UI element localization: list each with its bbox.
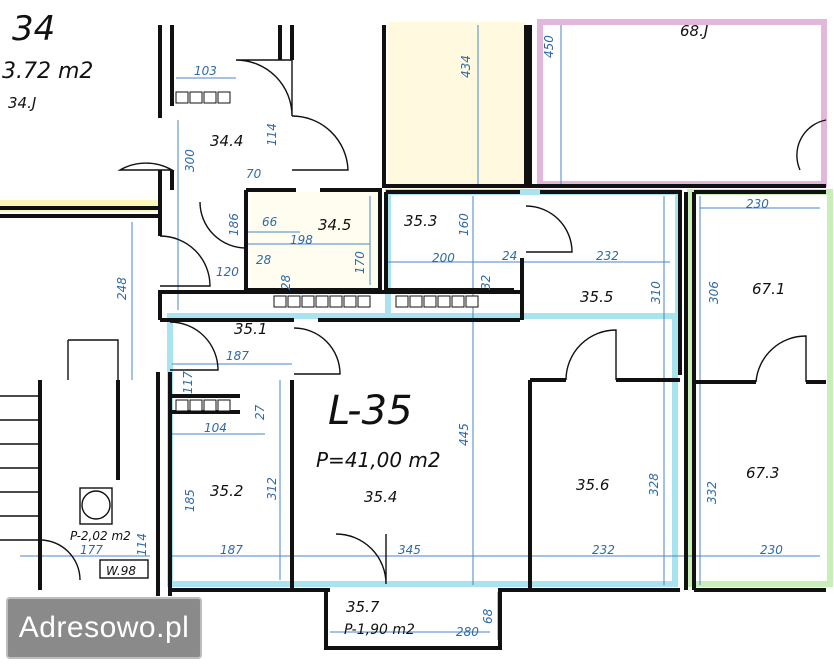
room-label-35-7: 35.7 bbox=[346, 598, 380, 616]
dim-160: 160 bbox=[457, 213, 471, 236]
dim-185: 185 bbox=[183, 489, 197, 512]
room-label-34-4: 34.4 bbox=[210, 132, 243, 150]
walls bbox=[0, 25, 826, 650]
room-label-35-1: 35.1 bbox=[234, 320, 267, 338]
dim-434: 434 bbox=[459, 55, 473, 78]
unit-name: L-35 bbox=[328, 388, 413, 434]
balcony-area: P-1,90 m2 bbox=[344, 622, 415, 638]
dim-345: 345 bbox=[398, 543, 421, 557]
room-label-35-4: 35.4 bbox=[364, 488, 397, 506]
dim-280: 280 bbox=[456, 625, 479, 639]
room-label-35-2: 35.2 bbox=[210, 482, 243, 500]
dim-28b: 28 bbox=[279, 274, 293, 290]
dim-104: 104 bbox=[204, 421, 227, 435]
room-label-top-left-area: 3.72 m2 bbox=[2, 59, 93, 84]
dim-120: 120 bbox=[216, 265, 239, 279]
room-label-67-3: 67.3 bbox=[746, 464, 779, 482]
dim-332: 332 bbox=[705, 481, 719, 504]
dim-70: 70 bbox=[246, 167, 262, 181]
dim-187b: 187 bbox=[220, 543, 243, 557]
zone-tints bbox=[0, 19, 833, 587]
dim-232a: 232 bbox=[596, 249, 619, 263]
dim-230b: 230 bbox=[760, 543, 783, 557]
dim-310: 310 bbox=[649, 281, 663, 304]
dim-187a: 187 bbox=[226, 349, 249, 363]
dimension-lines bbox=[20, 25, 820, 640]
dim-232b: 232 bbox=[592, 543, 615, 557]
dim-27: 27 bbox=[253, 404, 267, 420]
room-label-35-6: 35.6 bbox=[576, 476, 609, 494]
watermark-adresowo: Adresowo.pl bbox=[6, 597, 202, 659]
room-label-top-left-num: 34 bbox=[12, 9, 55, 49]
room-label-34j: 34.J bbox=[8, 94, 36, 112]
dim-306: 306 bbox=[707, 281, 721, 304]
dim-103: 103 bbox=[194, 64, 217, 78]
dim-117: 117 bbox=[181, 371, 195, 394]
dim-28a: 28 bbox=[256, 253, 272, 267]
room-label-68: 68.J bbox=[680, 22, 708, 40]
dim-230a: 230 bbox=[746, 197, 769, 211]
dim-248: 248 bbox=[115, 277, 129, 300]
dim-312: 312 bbox=[265, 477, 279, 500]
dim-177: 177 bbox=[80, 543, 103, 557]
room-label-35-3: 35.3 bbox=[404, 212, 437, 230]
dim-66: 66 bbox=[262, 215, 278, 229]
room-labels: 34 3.72 m2 34.J 68.J 34.4 34.5 35.3 35.5… bbox=[2, 9, 785, 638]
door-swings bbox=[39, 59, 827, 585]
dim-300: 300 bbox=[183, 149, 197, 172]
wc-tag: W.98 bbox=[106, 564, 136, 578]
stairs bbox=[0, 395, 149, 579]
dim-114a: 114 bbox=[265, 123, 279, 146]
dim-186: 186 bbox=[227, 213, 241, 236]
dim-198: 198 bbox=[290, 233, 313, 247]
room-label-34-5: 34.5 bbox=[318, 216, 351, 234]
room-label-67-1: 67.1 bbox=[752, 280, 785, 298]
dim-200: 200 bbox=[432, 251, 455, 265]
dim-445: 445 bbox=[457, 423, 471, 446]
dim-68: 68 bbox=[481, 608, 495, 624]
unit-area: P=41,00 m2 bbox=[316, 448, 441, 472]
dim-24: 24 bbox=[502, 249, 517, 263]
dim-170: 170 bbox=[353, 251, 367, 274]
dim-32: 32 bbox=[479, 275, 493, 290]
dim-114b: 114 bbox=[135, 533, 149, 556]
vent-ducts bbox=[175, 91, 479, 412]
dim-328: 328 bbox=[647, 473, 661, 496]
room-label-35-5: 35.5 bbox=[580, 288, 613, 306]
dimension-labels: 103 434 450 300 114 70 66 198 186 170 16… bbox=[80, 35, 783, 639]
bath-area: P-2,02 m2 bbox=[70, 529, 131, 543]
dim-450: 450 bbox=[542, 35, 556, 58]
